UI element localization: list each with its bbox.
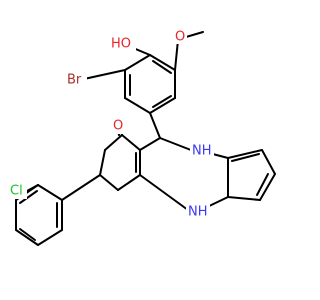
bond-line [139, 137, 161, 151]
atom-labels: HO O Br O NH NH Cl [9, 28, 214, 220]
amine-lower-label: NH [188, 205, 208, 220]
bond-line [231, 153, 260, 162]
bond-line [19, 228, 36, 241]
bond-line [124, 54, 151, 71]
bond-line [261, 149, 276, 175]
bond-line [37, 229, 63, 246]
bond-line [185, 31, 204, 38]
bond-line [99, 149, 106, 176]
bond-line [83, 69, 126, 80]
bond-line [149, 54, 176, 71]
ketone-oxygen-label: O [113, 119, 123, 134]
bond-line [104, 134, 123, 151]
bond-line [152, 95, 172, 108]
bond-lines [15, 31, 276, 246]
bond-line [61, 174, 101, 201]
bond-line [117, 174, 141, 191]
bond-line [121, 134, 141, 151]
bond-line [227, 196, 261, 201]
bond-line [256, 173, 269, 196]
bond-line [149, 97, 176, 114]
bond-line [152, 60, 172, 74]
bond-line [227, 149, 263, 159]
chlorine-label: Cl [10, 184, 23, 199]
methoxy-oxygen-label: O [175, 30, 185, 45]
bond-line [139, 174, 189, 211]
bond-line [259, 173, 276, 201]
bromine-label: Br [67, 73, 82, 88]
bond-line [149, 112, 161, 139]
molecule-structure: HO O Br O NH NH Cl [9, 28, 276, 246]
bond-line [19, 190, 38, 204]
bond-line [174, 39, 179, 71]
bond-line [26, 184, 39, 192]
hydroxyl-label: HO [111, 37, 131, 52]
bond-line [124, 97, 151, 114]
bond-line [99, 174, 119, 191]
bond-line [15, 229, 39, 246]
amine-upper-label: NH [192, 144, 212, 159]
bond-line [37, 184, 63, 201]
